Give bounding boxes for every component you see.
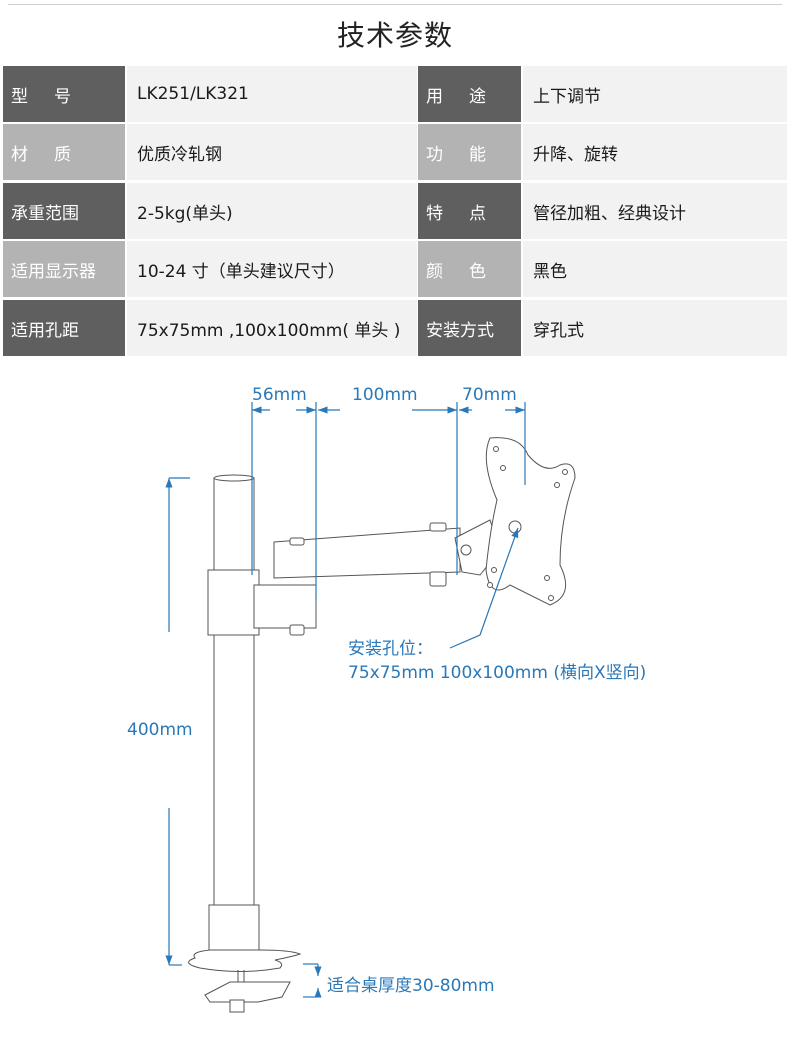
pole-top [213,477,255,571]
page-title: 技术参数 [336,19,453,52]
spec-label: 功能 [418,124,521,180]
spec-label: 特点 [418,183,521,239]
clamp-base [188,949,302,972]
vesa-plate [485,437,576,606]
spec-row: 型号 LK251/LK321 用途 上下调节 [3,66,787,122]
spec-row: 承重范围 2-5kg(单头) 特点 管径加粗、经典设计 [3,183,787,239]
dim-label-56: 56mm [252,385,307,405]
spec-label: 适用显示器 [3,241,125,297]
desk-thickness-label: 适合桌厚度30-80mm [327,976,495,996]
pole-collar [207,569,260,636]
dim-label-100: 100mm [352,385,418,405]
arm-drawing [188,437,576,1013]
dim-label-400: 400mm [127,720,193,740]
spec-value: 优质冷轧钢 [127,124,417,180]
spec-value: LK251/LK321 [127,66,417,122]
arm-segment [273,527,461,579]
spec-value: 2-5kg(单头) [127,183,417,239]
dim-label-70: 70mm [462,385,517,405]
spec-value: 75x75mm ,100x100mm( 单头 ) [127,300,417,356]
spec-label: 安装方式 [418,300,521,356]
spec-label: 适用孔距 [3,300,125,356]
monitor-arm-diagram [165,402,576,1013]
clamp-plate [204,981,291,1003]
spec-label: 颜色 [418,241,521,297]
spec-label: 用途 [418,66,521,122]
vesa-label: 安装孔位： [348,639,433,659]
spec-value: 穿孔式 [523,300,787,356]
spec-label: 型号 [3,66,125,122]
clamp-knob [229,999,245,1013]
spec-value: 上下调节 [523,66,787,122]
spec-row: 适用显示器 10-24 寸（单头建议尺寸） 颜色 黑色 [3,241,787,297]
spec-row: 适用孔距 75x75mm ,100x100mm( 单头 ) 安装方式 穿孔式 [3,300,787,356]
spec-value: 黑色 [523,241,787,297]
pole-sleeve [208,904,260,959]
arm-joint-lower [253,584,317,629]
spec-label: 承重范围 [3,183,125,239]
vesa-center-hub [508,520,522,534]
spec-label: 材质 [3,124,125,180]
pole-main [213,634,255,906]
spec-value: 升降、旋转 [523,124,787,180]
vesa-values: 75x75mm 100x100mm (横向X竖向) [348,663,647,683]
spec-row: 材质 优质冷轧钢 功能 升降、旋转 [3,124,787,180]
dimension-lines [165,402,526,998]
top-divider [8,4,782,5]
pole-cap [213,474,255,482]
spec-value: 管径加粗、经典设计 [523,183,787,239]
spec-value: 10-24 寸（单头建议尺寸） [127,241,417,297]
